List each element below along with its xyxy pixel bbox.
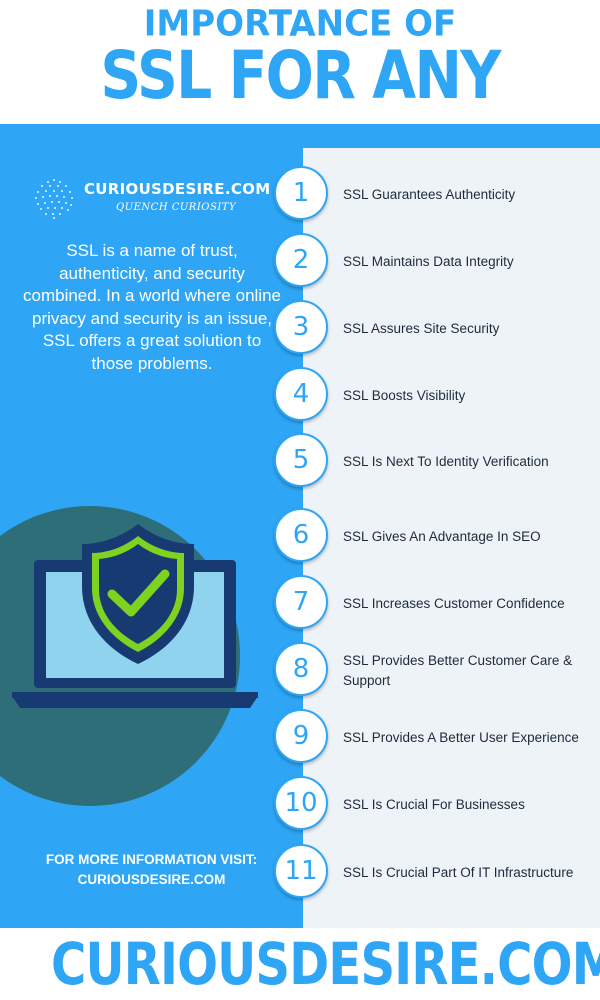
item-label: SSL Increases Customer Confidence bbox=[343, 596, 565, 611]
item-number: 8 bbox=[274, 642, 328, 696]
list-item: 2 SSL Maintains Data Integrity bbox=[274, 233, 600, 291]
right-panel-top bbox=[303, 124, 600, 148]
item-label: SSL Guarantees Authenticity bbox=[343, 187, 516, 202]
item-number: 11 bbox=[274, 844, 328, 898]
list-item: 1 SSL Guarantees Authenticity bbox=[274, 166, 600, 224]
item-number: 6 bbox=[274, 508, 328, 562]
more-info-line-2: CURIOUSDESIRE.COM bbox=[77, 872, 226, 887]
laptop-shield-check-icon bbox=[12, 524, 258, 708]
item-label: SSL Maintains Data Integrity bbox=[343, 254, 514, 269]
left-panel: CURIOUSDESIRE.COM QUENCH CURIOSITY SSL i… bbox=[0, 124, 303, 928]
list-item: 11 SSL Is Crucial Part Of IT Infrastruct… bbox=[274, 844, 600, 902]
item-label: SSL Is Crucial For Businesses bbox=[343, 797, 525, 812]
dotted-globe-icon bbox=[35, 179, 73, 219]
list-item: 5 SSL Is Next To Identity Verification bbox=[274, 433, 600, 491]
logo: CURIOUSDESIRE.COM QUENCH CURIOSITY bbox=[30, 174, 270, 224]
list-item: 7 SSL Increases Customer Confidence bbox=[274, 575, 600, 633]
item-number: 4 bbox=[274, 367, 328, 421]
item-label: SSL Assures Site Security bbox=[343, 321, 500, 336]
list-item: 6 SSL Gives An Advantage In SEO bbox=[274, 508, 600, 566]
header: IMPORTANCE OF SSL FOR ANY WEBSITE bbox=[0, 0, 600, 194]
item-number: 3 bbox=[274, 300, 328, 354]
intro-text: SSL is a name of trust, authenticity, an… bbox=[23, 241, 281, 373]
title-line-1: IMPORTANCE OF bbox=[143, 3, 457, 45]
item-number: 7 bbox=[274, 575, 328, 629]
item-label: SSL Is Next To Identity Verification bbox=[343, 454, 549, 469]
item-label: SSL Gives An Advantage In SEO bbox=[343, 529, 541, 544]
logo-name: CURIOUSDESIRE.COM bbox=[84, 180, 271, 198]
item-label: SSL Provides A Better User Experience bbox=[343, 730, 579, 745]
item-label: SSL Provides Better Customer Care & Supp… bbox=[343, 653, 573, 688]
item-number: 9 bbox=[274, 709, 328, 763]
list-item: 8 SSL Provides Better Customer Care & Su… bbox=[274, 642, 600, 700]
more-info-line-1: FOR MORE INFORMATION VISIT: bbox=[45, 852, 258, 867]
item-number: 2 bbox=[274, 233, 328, 287]
item-label: SSL Boosts Visibility bbox=[343, 388, 466, 403]
footer-site-name: CURIOUSDESIRE.COM bbox=[51, 930, 600, 998]
list-item: 3 SSL Assures Site Security bbox=[274, 300, 600, 358]
item-number: 5 bbox=[274, 433, 328, 487]
logo-tagline: QUENCH CURIOSITY bbox=[116, 202, 237, 213]
item-number: 10 bbox=[274, 776, 328, 830]
right-panel bbox=[303, 148, 600, 928]
list-item: 4 SSL Boosts Visibility bbox=[274, 367, 600, 425]
footer: CURIOUSDESIRE.COM bbox=[0, 928, 600, 1000]
item-number: 1 bbox=[274, 166, 328, 220]
list-item: 9 SSL Provides A Better User Experience bbox=[274, 709, 600, 767]
list-item: 10 SSL Is Crucial For Businesses bbox=[274, 776, 600, 834]
more-info: FOR MORE INFORMATION VISIT: CURIOUSDESIR… bbox=[0, 850, 303, 890]
item-label: SSL Is Crucial Part Of IT Infrastructure bbox=[343, 865, 574, 880]
